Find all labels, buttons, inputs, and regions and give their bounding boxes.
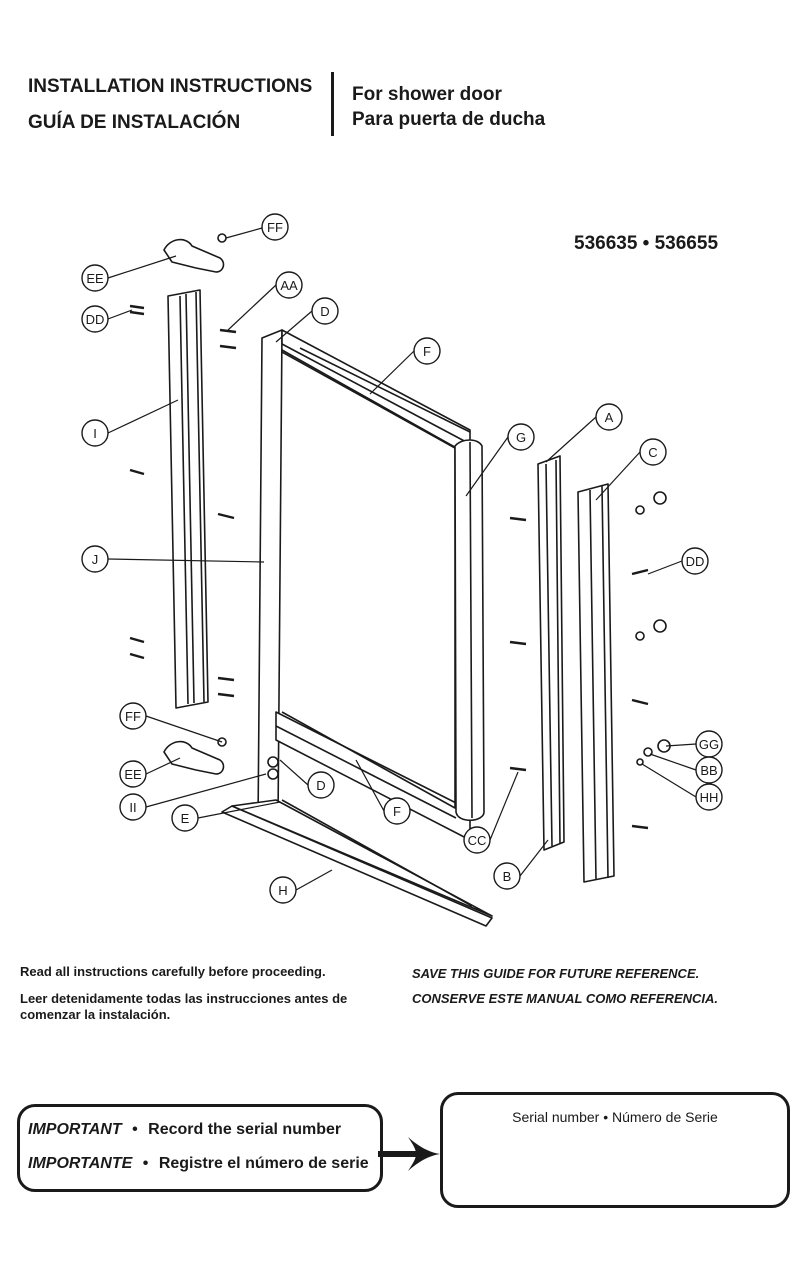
label-ff-top: FF [267,220,283,235]
label-gg: GG [699,737,719,752]
label-i: I [93,426,97,441]
product-spanish: Para puerta de ducha [352,109,546,130]
label-b: B [503,869,512,884]
callout-e [171,804,199,832]
callout-ee-top [81,264,109,292]
important-text-english: Record the serial number [148,1121,342,1138]
callout-d-bottom [307,771,335,799]
label-f-top: F [423,344,431,359]
important-text-spanish: Registre el número de serie [158,1155,369,1172]
header-divider [331,72,334,136]
callout-a [595,403,623,431]
label-ff-bottom: FF [125,709,141,724]
model-numbers: 536635 • 536655 [574,233,719,254]
callout-ee-bottom [119,760,147,788]
important-notice-box: IMPORTANT • Record the serial number IMP… [17,1104,383,1192]
serial-number-box: Serial number • Número de Serie [440,1092,790,1208]
callout-d-top [311,297,339,325]
label-aa: AA [280,278,298,293]
label-d-top: D [320,304,329,319]
label-ii: II [129,800,136,815]
label-c: C [648,445,657,460]
callout-cc [463,826,491,854]
callout-ii [119,793,147,821]
label-ee-top: EE [86,271,104,286]
label-dd-right: DD [686,554,705,569]
save-guide-english: SAVE THIS GUIDE FOR FUTURE REFERENCE. [412,966,700,981]
label-f-bottom: F [393,804,401,819]
important-label-spanish: IMPORTANTE [28,1155,133,1172]
label-cc: CC [468,833,487,848]
important-line-english: IMPORTANT • Record the serial number [28,1121,341,1139]
important-label-english: IMPORTANT [28,1121,122,1138]
exploded-parts-diagram: FF EE DD AA D F I G A C J DD FF GG EE BB… [81,213,723,927]
title-spanish: GUÍA DE INSTALACIÓN [28,112,241,133]
save-guide-spanish: CONSERVE ESTE MANUAL COMO REFERENCIA. [412,991,719,1006]
label-dd-left: DD [86,312,105,327]
label-h: H [278,883,287,898]
product-english: For shower door [352,84,502,105]
label-ee-bottom: EE [124,767,142,782]
callout-hh [695,783,723,811]
serial-number-field[interactable] [455,1135,775,1193]
callout-h [269,876,297,904]
bullet: • [142,1155,149,1172]
read-instructions-spanish: Leer detenidamente todas las instruccion… [20,991,348,1022]
callout-bb [695,756,723,784]
callout-f-top [413,337,441,365]
callout-ff-bottom [119,702,147,730]
label-d-bottom: D [316,778,325,793]
arrow-icon [378,1137,440,1171]
callout-g [507,423,535,451]
callout-aa [275,271,303,299]
title-english: INSTALLATION INSTRUCTIONS [28,76,313,97]
bullet: • [132,1121,138,1138]
callout-ff-top [261,213,289,241]
important-line-spanish: IMPORTANTE • Registre el número de serie [28,1155,369,1173]
callout-f-bottom [383,797,411,825]
callout-dd-left [81,305,109,333]
label-a: A [605,410,614,425]
label-g: G [516,430,526,445]
label-e: E [181,811,190,826]
callout-b [493,862,521,890]
read-instructions-english: Read all instructions carefully before p… [20,964,326,979]
callout-c [639,438,667,466]
label-bb: BB [700,763,717,778]
callout-i [81,419,109,447]
serial-number-label: Serial number • Número de Serie [512,1109,718,1125]
callout-j [81,545,109,573]
label-j: J [92,552,99,567]
label-hh: HH [700,790,719,805]
callout-dd-right [681,547,709,575]
